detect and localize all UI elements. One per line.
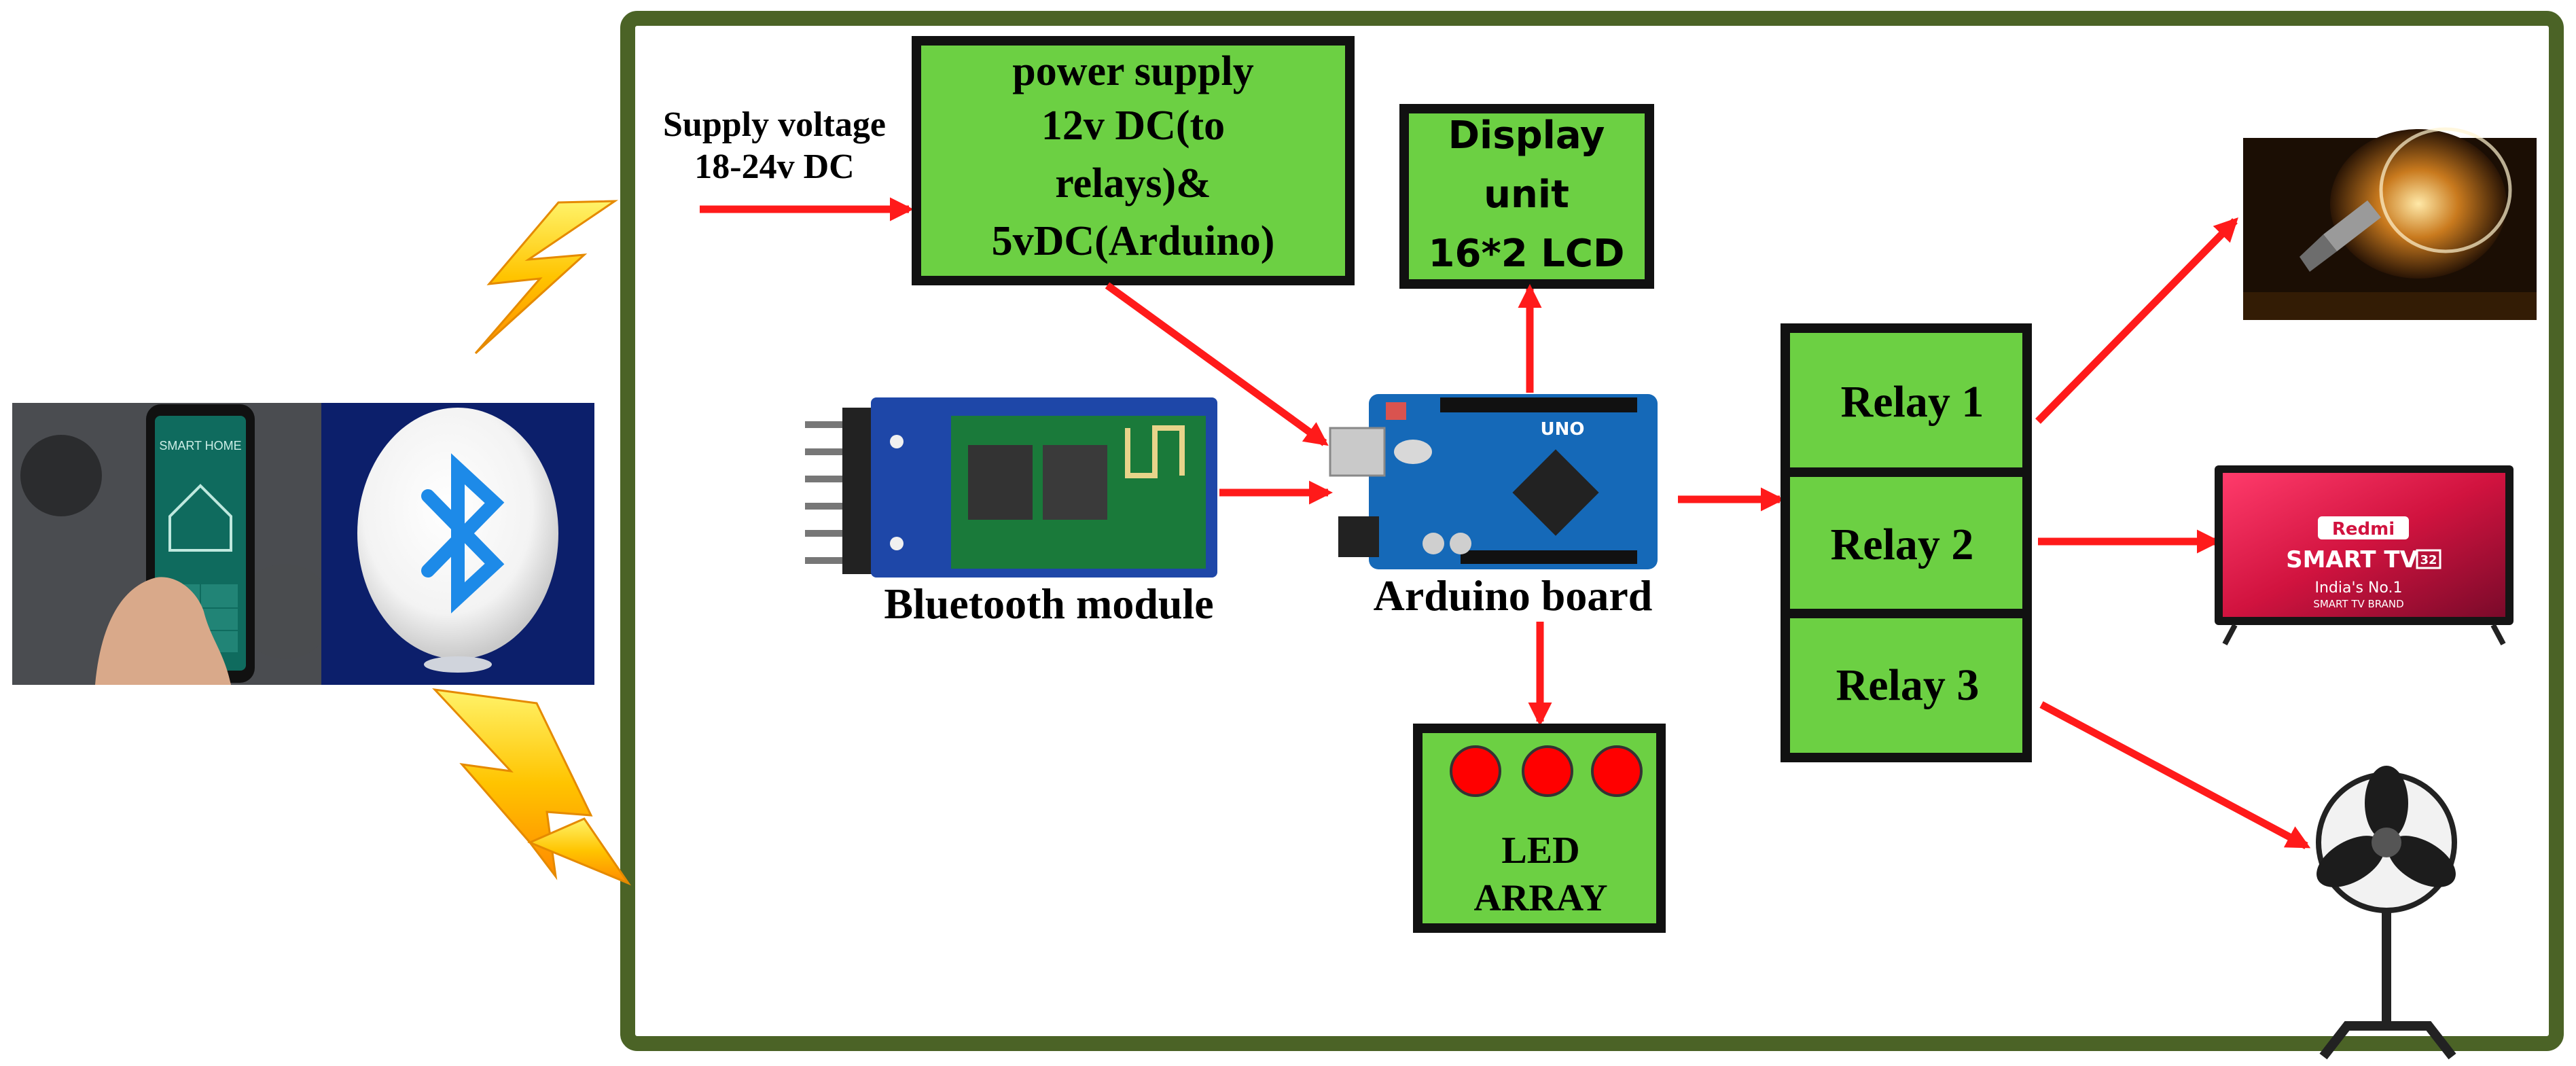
- smartphone-image: SMART HOME: [12, 403, 333, 685]
- power-supply-line-4: 5vDC(Arduino): [992, 218, 1275, 264]
- arrow-power-to-arduino: [1105, 282, 1329, 446]
- display-unit-line-2: unit: [1484, 173, 1569, 217]
- arduino-board-image: UNO: [1329, 394, 1658, 569]
- light-bulb-image: [2243, 127, 2537, 320]
- arrow-relay3-to-fan: [2039, 701, 2311, 849]
- bluetooth-module-label: Bluetooth module: [884, 580, 1213, 628]
- led-indicator-1: [1450, 745, 1501, 797]
- arduino-uno-text: UNO: [1541, 419, 1585, 440]
- relay-1-label: Relay 1: [1841, 377, 1984, 427]
- led-array-line-1: LED: [1501, 830, 1579, 872]
- smart-tv-image: Redmi SMART TV 32 India's No.1 SMART TV …: [2215, 465, 2514, 645]
- tv-tagline: India's No.1: [2314, 580, 2402, 597]
- tv-size: 32: [2420, 553, 2437, 567]
- lightning-bolt-icon-lower: [432, 688, 593, 881]
- lightning-bolt-icon-upper: [474, 200, 619, 355]
- tv-brand: Redmi: [2332, 519, 2395, 539]
- led-indicator-2: [1522, 745, 1573, 797]
- tv-subtitle: SMART TV BRAND: [2313, 598, 2403, 610]
- arrow-relay1-to-bulb: [2035, 217, 2238, 424]
- pedestal-fan-image: [2316, 766, 2457, 1060]
- power-supply-line-1: power supply: [1012, 48, 1253, 94]
- bluetooth-module-image: [805, 397, 1217, 578]
- bluetooth-icon: [321, 403, 594, 685]
- led-array-line-2: ARRAY: [1473, 877, 1607, 919]
- phone-screen-title: SMART HOME: [159, 439, 241, 452]
- relay-2-label: Relay 2: [1831, 520, 1974, 569]
- relay-3-block: [1781, 609, 2032, 762]
- arduino-board-label: Arduino board: [1374, 571, 1653, 620]
- lightning-bolt-tip-icon: [527, 817, 632, 886]
- display-unit-line-1: Display: [1448, 113, 1605, 158]
- relay-3-label: Relay 3: [1836, 660, 1980, 710]
- tv-model: SMART TV: [2286, 546, 2418, 573]
- supply-voltage-label: Supply voltage: [663, 105, 886, 144]
- power-supply-line-2: 12v DC(to: [1041, 103, 1225, 149]
- power-supply-line-3: relays)&: [1055, 160, 1211, 207]
- power-supply-block: [912, 36, 1355, 285]
- supply-voltage-value: 18-24v DC: [694, 147, 854, 186]
- led-indicator-3: [1591, 745, 1643, 797]
- display-unit-line-3: 16*2 LCD: [1429, 232, 1625, 276]
